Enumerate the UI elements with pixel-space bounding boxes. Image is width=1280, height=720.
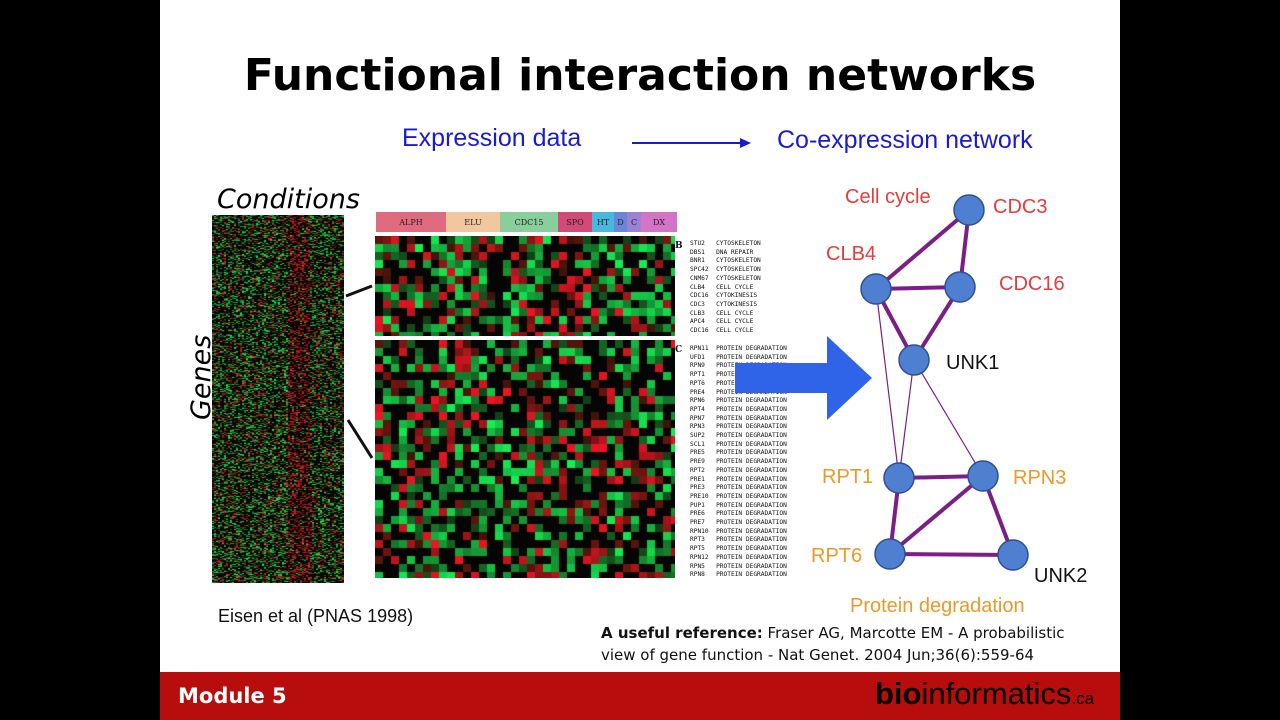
axis-label-conditions: Conditions [217,184,360,215]
edge-cdc3-clb4 [874,208,971,291]
flow-label-network: Co-expression network [777,126,1033,154]
node-rpn3 [967,460,999,492]
edge-unk1-rpt1 [898,359,915,479]
zoom-connector-lines [345,284,374,459]
big-arrow-icon [735,336,872,420]
footer-bar [160,672,1120,720]
node-label-unk2: UNK2 [1034,565,1088,587]
node-clb4 [860,273,892,305]
heatmap-overview [212,215,344,583]
citation: Eisen et al (PNAS 1998) [218,606,414,626]
condition-group-dx: DX [641,212,677,232]
reference-line-1: Fraser AG, Marcotte EM - A probabilistic [767,624,1065,642]
edge-unk1-rpn3 [913,359,984,477]
condition-group-elu: ELU [446,212,500,232]
module-label: Module 5 [178,684,287,708]
brand-logo: bioinformatics.ca [875,676,1095,711]
slide: Functional interaction networks Expressi… [160,0,1120,720]
reference-text: A useful reference: Fraser AG, Marcotte … [601,622,1081,666]
flow-arrow-icon [632,138,751,148]
edge-rpt6-unk2 [889,552,1014,557]
node-cdc3 [953,194,985,226]
cluster-label-cell-cycle: Cell cycle [845,186,931,208]
node-label-cdc16: CDC16 [999,273,1065,295]
node-label-rpn3: RPN3 [1013,467,1067,489]
edge-clb4-rpt1 [875,288,900,479]
node-rpt1 [883,462,915,494]
gene-list-protein-degradation: RPN11 PROTEIN DEGRADATION UFD1 PROTEIN D… [690,345,787,579]
node-unk1 [898,344,930,376]
condition-group-ht: HT [592,212,614,232]
node-label-clb4: CLB4 [826,243,877,265]
condition-group-alph: ALPH [376,212,446,232]
condition-group-cdc15: CDC15 [500,212,558,232]
node-rpt6 [874,538,906,570]
flow-label-expression: Expression data [402,124,582,152]
condition-group-spo: SPO [558,212,592,232]
node-unk2 [997,539,1029,571]
panel-letter-b: B [675,241,683,251]
coexpression-network [735,194,1029,571]
node-label-rpt1: RPT1 [822,466,874,488]
slide-title: Functional interaction networks [243,50,1037,101]
condition-group-c: C [627,212,641,232]
node-cdc16 [944,271,976,303]
reference-line-2: view of gene function - Nat Genet. 2004 … [601,646,1035,664]
heatmap-zoom-cell-cycle [375,236,675,336]
condition-group-d: D [614,212,627,232]
node-label-rpt6: RPT6 [811,545,863,567]
node-label-unk1: UNK1 [946,352,1000,374]
heatmap-zoom-protein-degradation [375,340,675,578]
node-label-cdc3: CDC3 [993,196,1048,218]
edge-rpn3-rpt6 [888,474,985,556]
gene-list-cell-cycle: STU2 CYTOSKELETON DBS1 DNA REPAIR BNR1 C… [690,240,761,335]
panel-letter-c: C [675,345,683,355]
reference-label: A useful reference: [601,624,763,642]
cluster-label-protein-degradation: Protein degradation [850,595,1025,617]
